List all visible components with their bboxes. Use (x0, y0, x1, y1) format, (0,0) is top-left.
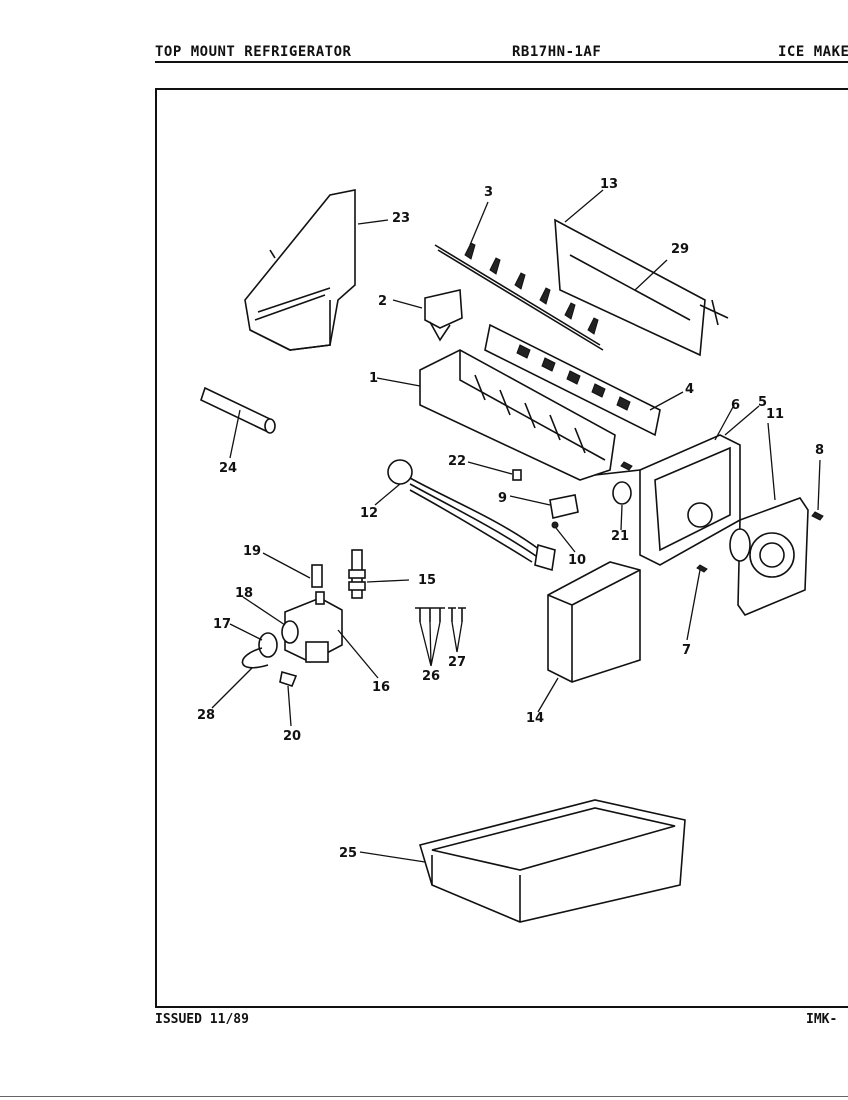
part-21-coupling (594, 469, 641, 505)
callout-16: 16 (372, 680, 390, 695)
part-16-water-valve (284, 591, 343, 663)
header-product-title: TOP MOUNT REFRIGERATOR (155, 44, 352, 60)
callout-9: 9 (498, 491, 507, 506)
callout-27: 27 (448, 655, 466, 670)
callout-18: 18 (235, 586, 253, 601)
callout-19: 19 (243, 544, 261, 559)
part-7-screw (696, 564, 708, 573)
part-28-tube (241, 647, 269, 669)
part-1-mold (419, 349, 616, 481)
callout-7: 7 (682, 643, 691, 658)
part-3-ejector (434, 242, 604, 351)
part-23-cover (244, 189, 356, 351)
callout-26: 26 (422, 669, 440, 684)
callout-21: 21 (611, 529, 629, 544)
callout-14: 14 (526, 711, 544, 726)
footer-issue-date: ISSUED 11/89 (155, 1012, 249, 1027)
callout-4: 4 (685, 382, 694, 397)
callout-8: 8 (815, 443, 824, 458)
callout-28: 28 (197, 708, 215, 723)
part-24-fill-tube (200, 386, 276, 434)
callout-5: 5 (758, 395, 767, 410)
part-20-clip (279, 670, 298, 687)
part-12-harness (387, 459, 556, 572)
part-4-stripper (484, 323, 661, 437)
callout-25: 25 (339, 846, 357, 861)
callout-2: 2 (378, 294, 387, 309)
callout-12: 12 (360, 506, 378, 521)
callout-22: 22 (448, 454, 466, 469)
part-8-screw (811, 511, 824, 521)
page-bottom-rule (0, 1096, 848, 1097)
part-15-fitting (348, 549, 366, 599)
part-19-fitting (311, 564, 323, 588)
header-section-title: ICE MAKE (778, 44, 848, 60)
callout-11: 11 (766, 407, 784, 422)
header-model-number: RB17HN-1AF (512, 44, 602, 60)
part-17-nut (258, 632, 278, 658)
callout-29: 29 (671, 242, 689, 257)
callout-23: 23 (392, 211, 410, 226)
part-9-thermostat (549, 494, 579, 519)
leader-lines (211, 189, 821, 863)
callout-1: 1 (369, 371, 378, 386)
part-13-shutoff-arm (554, 218, 729, 357)
part-27-screws (448, 607, 466, 622)
callout-15: 15 (418, 573, 436, 588)
part-25-ice-bin (418, 799, 686, 923)
part-2-bracket (424, 289, 463, 342)
callout-3: 3 (484, 185, 493, 200)
callout-6: 6 (731, 398, 740, 413)
callout-17: 17 (213, 617, 231, 632)
callout-24: 24 (219, 461, 237, 476)
callout-13: 13 (600, 177, 618, 192)
part-10-screw (551, 521, 559, 529)
part-22-clip (512, 469, 522, 481)
callout-10: 10 (568, 553, 586, 568)
callout-20: 20 (283, 729, 301, 744)
part-5-housing (639, 434, 741, 566)
header-rule (155, 61, 848, 63)
part-26-screws (415, 607, 445, 622)
part-18-seal (281, 620, 299, 644)
part-6-screw (620, 461, 633, 471)
footer-page-code: IMK- (806, 1012, 838, 1027)
part-14-box (547, 561, 641, 683)
part-11-motor (729, 497, 809, 616)
diagram-frame (155, 88, 848, 1008)
